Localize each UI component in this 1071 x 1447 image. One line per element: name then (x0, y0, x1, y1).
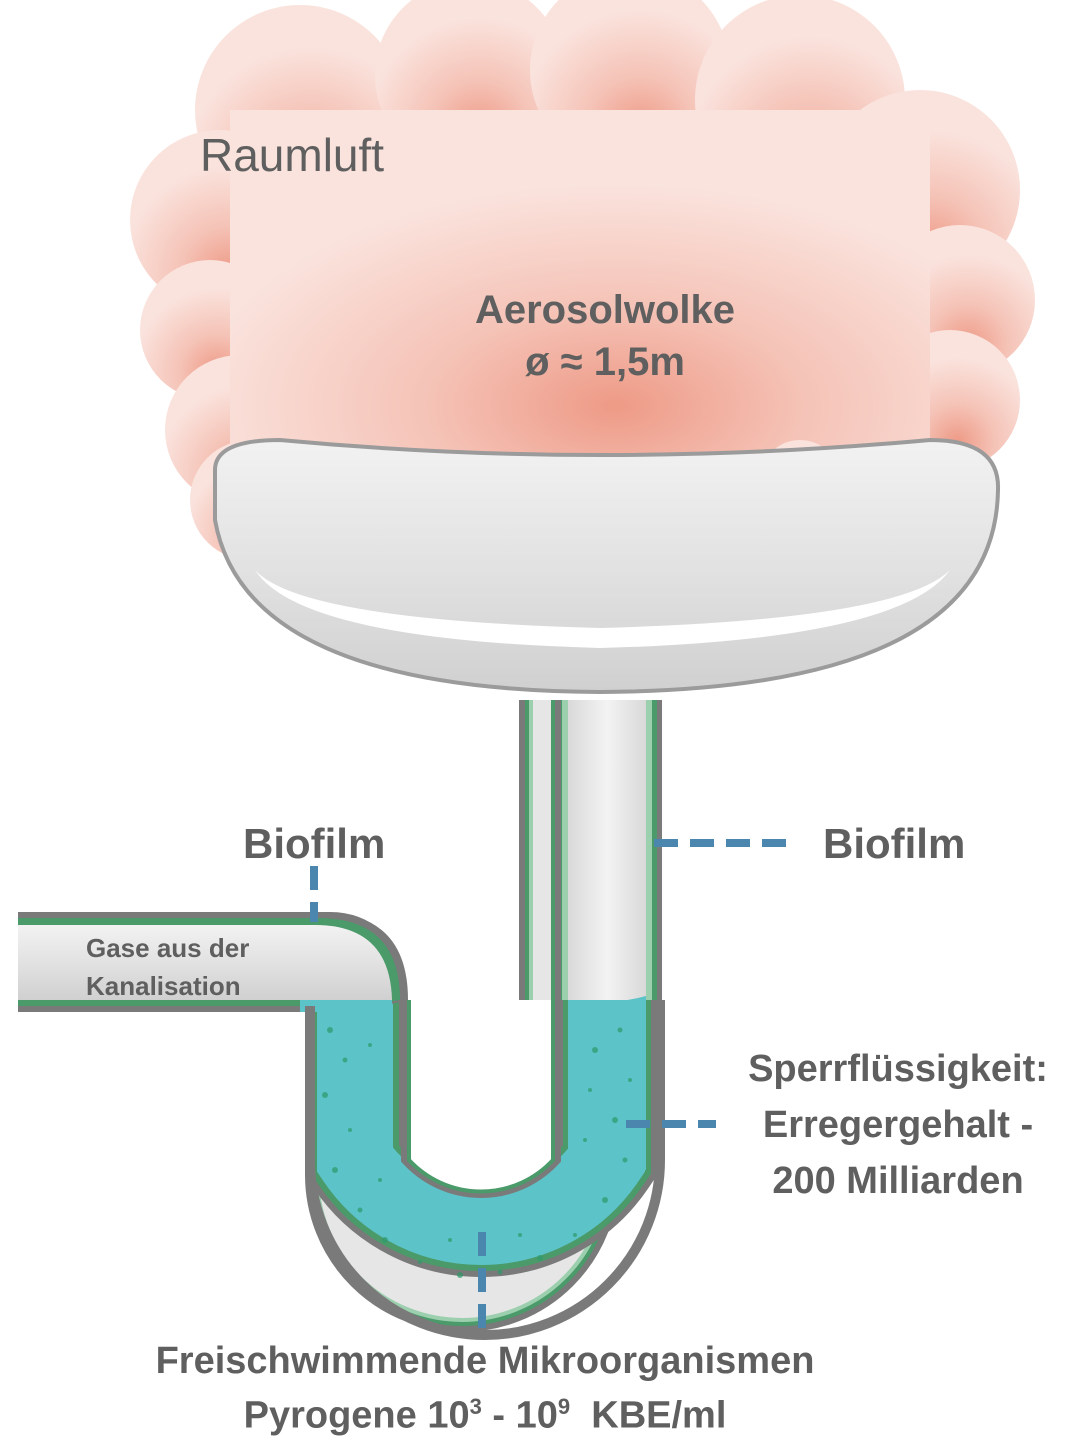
pyrogens-unit: KBE/ml (591, 1394, 727, 1437)
leader-lines (310, 839, 796, 1330)
pyrogens-exponent-1: 3 (469, 1394, 482, 1419)
microorganisms (322, 1027, 632, 1278)
vertical-pipe (552, 700, 662, 1020)
sewer-gas-line2: Kanalisation (86, 971, 241, 1001)
sewer-gas-line1: Gase aus der (86, 933, 250, 963)
pyrogens-mid: - 10 (481, 1394, 558, 1437)
water-right-leg (568, 1010, 646, 1170)
barrier-liquid-line2: Erregergehalt - (762, 1104, 1034, 1146)
microorganisms-label: Freischwimmende Mikroorganismen (155, 1340, 815, 1382)
biofilm-label-left: Biofilm (243, 820, 386, 867)
trap-inner-outline (401, 700, 561, 1198)
aerosol-title: Aerosolwolke (474, 288, 736, 332)
biofilm-label-right: Biofilm (823, 820, 966, 867)
trap-bend (305, 1000, 657, 1277)
barrier-liquid-line1: Sperrflüssigkeit: (748, 1048, 1048, 1090)
trap-outer-outline (305, 1000, 665, 1340)
aerosol-size: ø ≈ 1,5m (525, 340, 685, 384)
trap-inner-gap (405, 1000, 557, 1194)
water-surface-left (300, 1000, 392, 1012)
barrier-liquid-line3: 200 Milliarden (772, 1160, 1024, 1202)
pyrogens-exponent-2: 9 (557, 1394, 571, 1419)
inlet-pipe (18, 912, 408, 1012)
pyrogens-prefix: Pyrogene 10 (243, 1394, 470, 1437)
pyrogens-label: Pyrogene 103 - 109 KBE/ml (60, 1394, 910, 1438)
room-air-label: Raumluft (200, 129, 385, 181)
sink-basin (213, 437, 1001, 695)
